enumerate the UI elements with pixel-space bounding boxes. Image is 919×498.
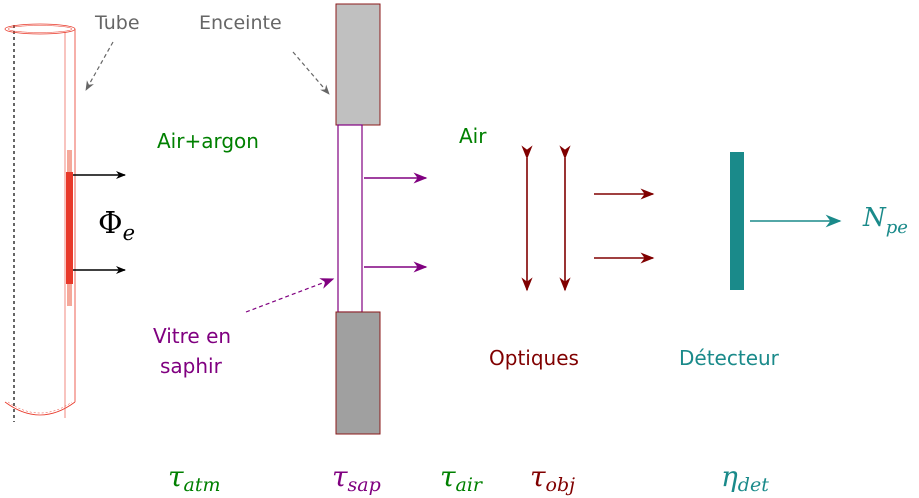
tau-atm-label: τatm — [168, 460, 220, 496]
tube-hot-zone — [66, 172, 73, 284]
enceinte-lower-block — [335, 311, 381, 435]
tau-air-label: τair — [440, 460, 484, 496]
tube-label: Tube — [94, 12, 140, 34]
tube-cylinder — [4, 23, 76, 422]
enceinte-label: Enceinte — [199, 12, 282, 34]
optiques-label: Optiques — [489, 346, 579, 370]
detecteur-label: Détecteur — [679, 346, 780, 370]
enceinte-upper-block — [335, 3, 381, 126]
tube-pointer-arrow — [85, 41, 114, 91]
eta-det-label: ηdet — [721, 460, 769, 496]
tau-obj-label: τobj — [530, 460, 575, 496]
air-label: Air — [459, 124, 487, 148]
vitre-label-line2: saphir — [160, 354, 223, 378]
npe-label: Npe — [862, 203, 908, 238]
enceinte-pointer-arrow — [292, 51, 330, 95]
sapphire-window — [337, 124, 363, 313]
vitre-label-line1: Vitre en — [153, 324, 231, 348]
air-argon-label: Air+argon — [157, 129, 259, 153]
tau-sap-label: τsap — [332, 460, 381, 496]
detector-bar — [730, 152, 744, 290]
phi-e-label: Φe — [98, 206, 135, 245]
vitre-pointer-arrow — [245, 278, 335, 313]
tube-bottom-arc — [4, 401, 76, 416]
